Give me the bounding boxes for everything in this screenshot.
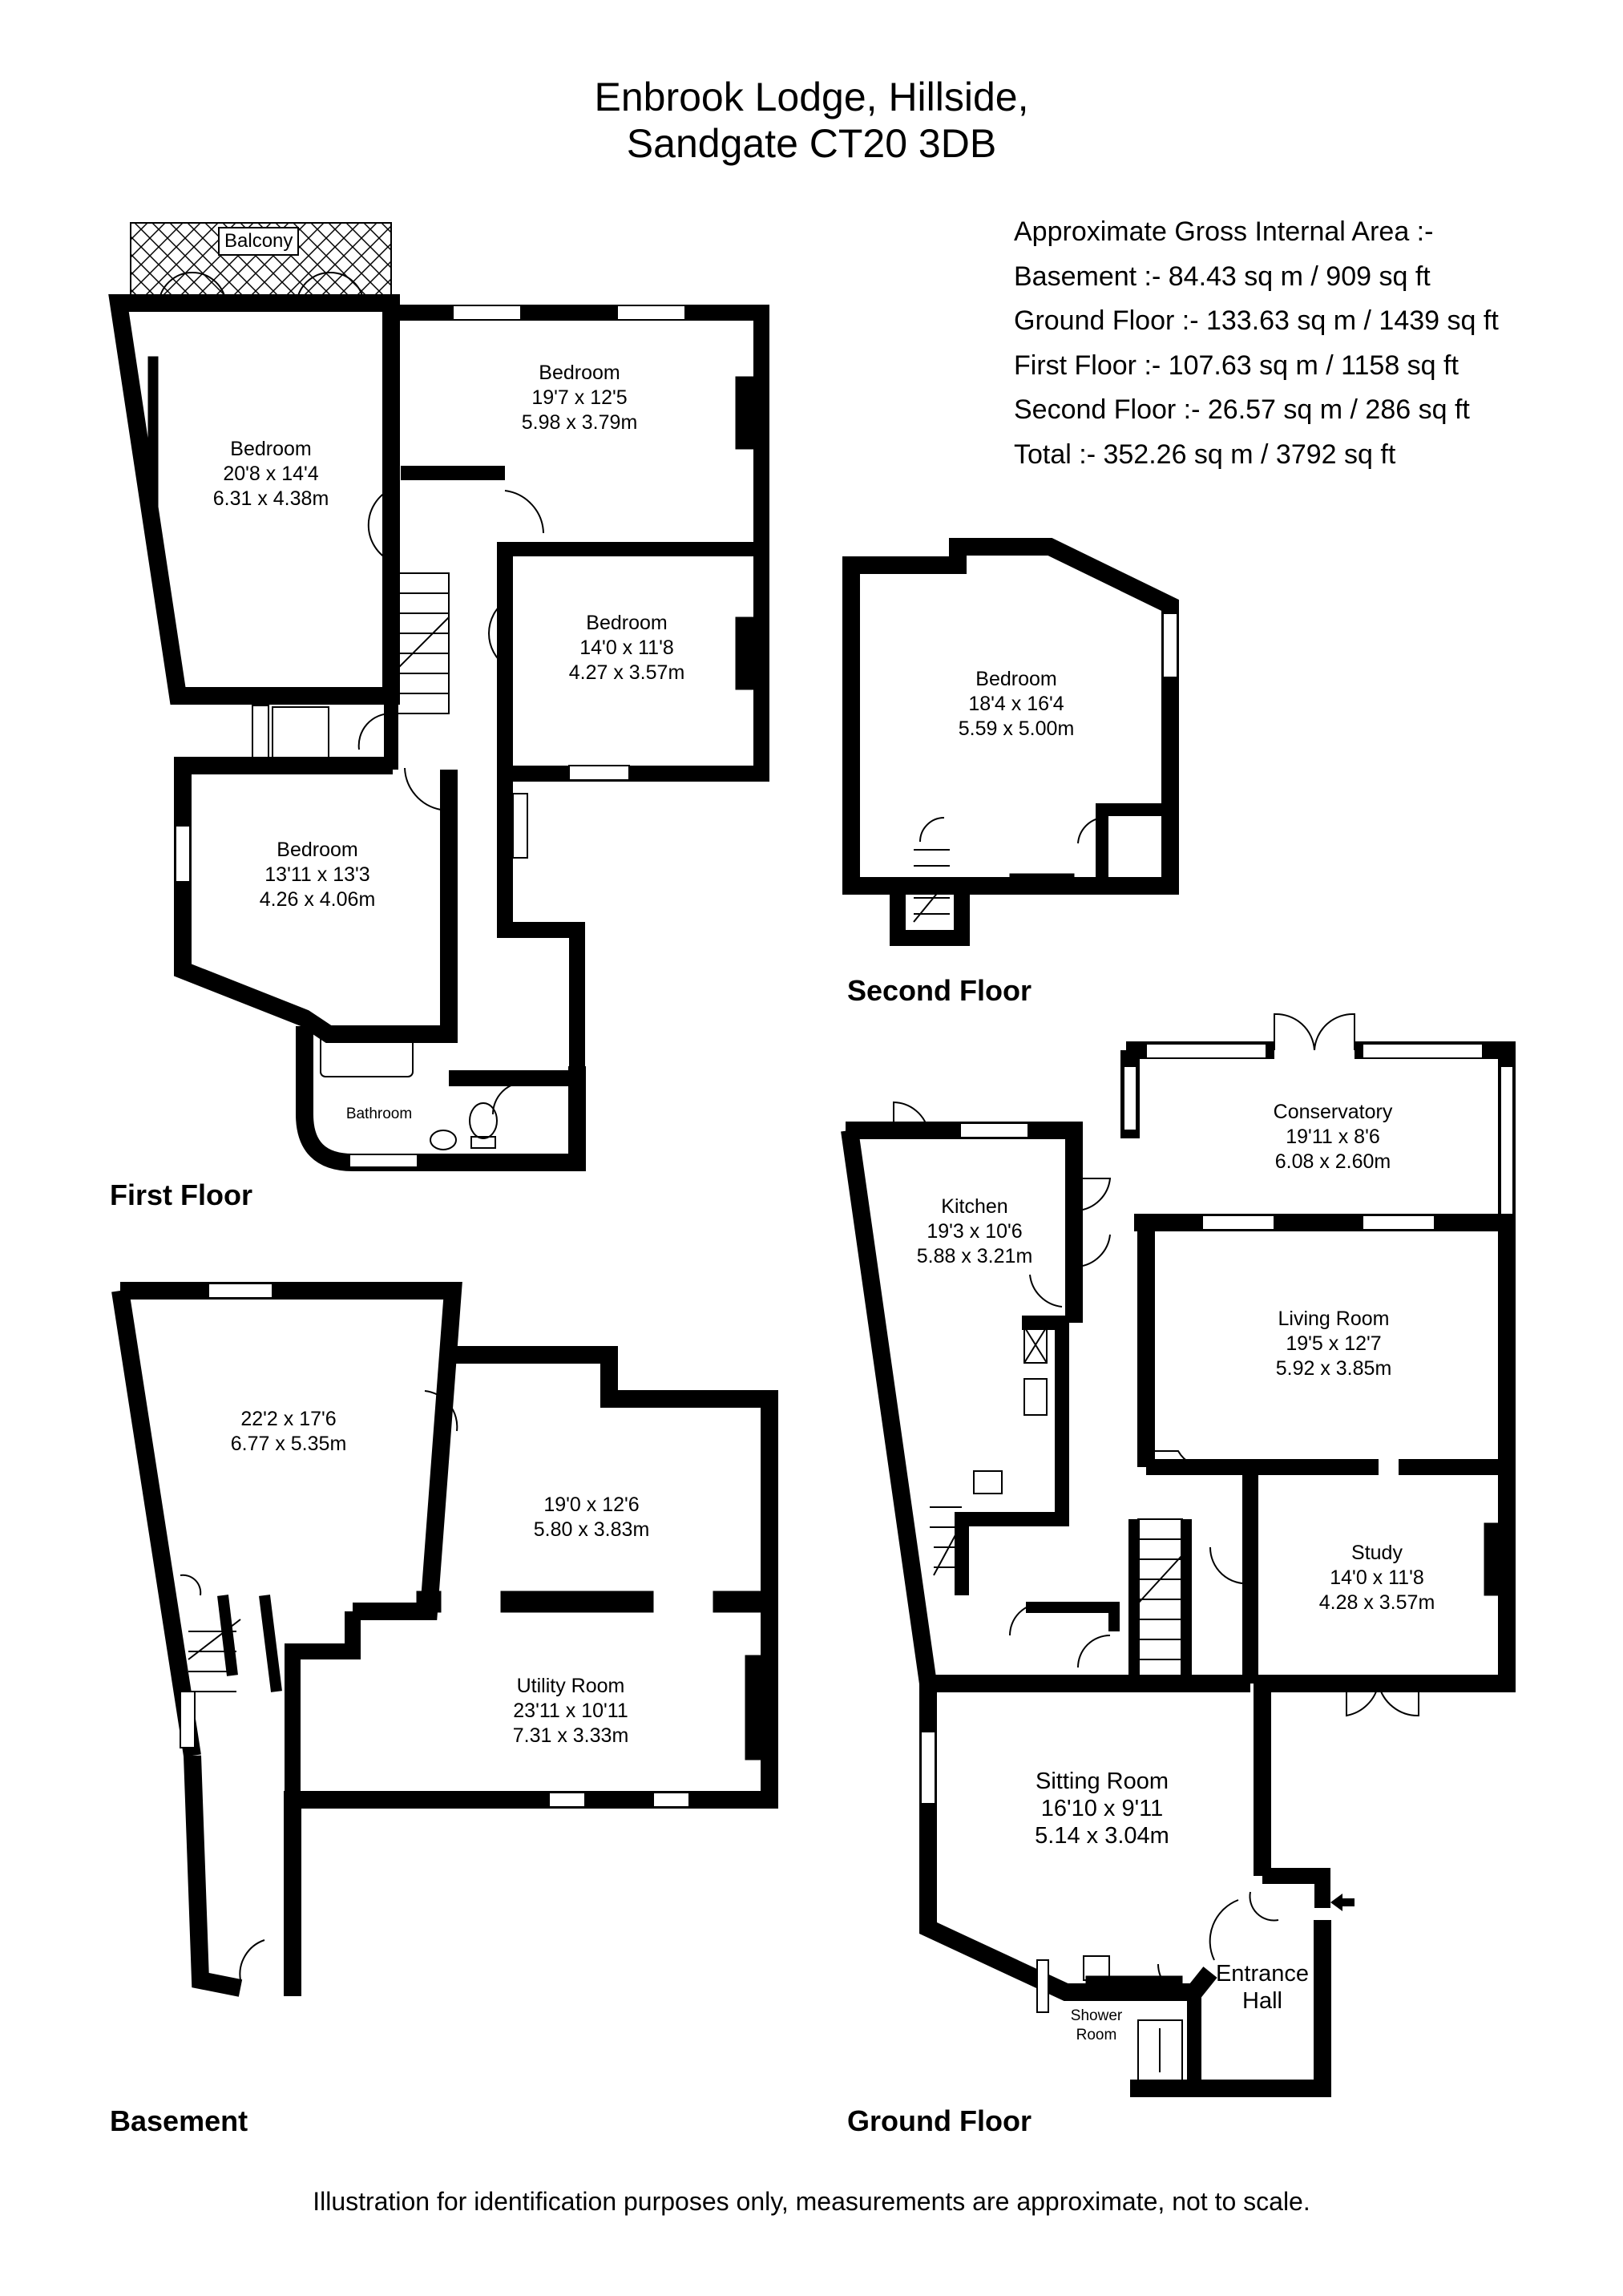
room-label-basement-room-2: 19'0 x 12'6 5.80 x 3.83m: [533, 1494, 650, 1541]
basement-plan: [111, 1282, 778, 1997]
title-line-2: Sandgate CT20 3DB: [626, 121, 997, 166]
area-summary: Approximate Gross Internal Area :- Basem…: [1014, 210, 1499, 477]
room-label-living-room: Living Room 19'5 x 12'7 5.92 x 3.85m: [1275, 1308, 1392, 1380]
ground-floor-plan: [841, 1013, 1516, 2097]
room-label-kitchen: Kitchen 19'3 x 10'6 5.88 x 3.21m: [916, 1195, 1033, 1267]
floor-label-ground: Ground Floor: [847, 2104, 1032, 2137]
room-label-conservatory: Conservatory 19'11 x 8'6 6.08 x 2.60m: [1273, 1101, 1393, 1173]
room-label-first-bedroom-1: Bedroom 20'8 x 14'4 6.31 x 4.38m: [212, 438, 329, 510]
area-row-second: Second Floor :- 26.57 sq m / 286 sq ft: [1014, 394, 1470, 425]
room-label-first-bedroom-2: Bedroom 19'7 x 12'5 5.98 x 3.79m: [521, 362, 638, 434]
room-label-first-bathroom: Bathroom: [345, 1106, 413, 1122]
floor-label-first: First Floor: [110, 1178, 252, 1211]
room-label-first-bedroom-3: Bedroom 14'0 x 11'8 4.27 x 3.57m: [568, 612, 685, 684]
floor-label-basement: Basement: [110, 2104, 248, 2137]
entrance-arrow-icon: [1330, 1894, 1355, 1911]
first-floor-plan: [108, 222, 769, 1171]
room-label-basement-room-1: 22'2 x 17'6 6.77 x 5.35m: [230, 1408, 347, 1455]
room-label-study: Study 14'0 x 11'8 4.28 x 3.57m: [1318, 1542, 1435, 1614]
floor-label-second: Second Floor: [847, 974, 1032, 1007]
room-label-sitting-room: Sitting Room 16'10 x 9'11 5.14 x 3.04m: [1035, 1768, 1169, 1849]
balcony-label: Balcony: [218, 227, 300, 256]
room-label-second-bedroom: Bedroom 18'4 x 16'4 5.59 x 5.00m: [958, 668, 1075, 740]
area-row-first: First Floor :- 107.63 sq m / 1158 sq ft: [1014, 350, 1459, 381]
title-line-1: Enbrook Lodge, Hillside,: [594, 75, 1029, 119]
area-row-basement: Basement :- 84.43 sq m / 909 sq ft: [1014, 261, 1431, 292]
room-label-entrance-hall: Entrance Hall: [1215, 1961, 1310, 2014]
room-label-shower-room: Shower Room: [1070, 2007, 1123, 2043]
room-label-first-bedroom-4: Bedroom 13'11 x 13'3 4.26 x 4.06m: [259, 839, 376, 911]
property-title: Enbrook Lodge, Hillside, Sandgate CT20 3…: [0, 74, 1623, 167]
second-floor-plan: [842, 538, 1179, 946]
disclaimer: Illustration for identification purposes…: [313, 2187, 1310, 2216]
area-heading: Approximate Gross Internal Area :-: [1014, 216, 1434, 247]
area-row-ground: Ground Floor :- 133.63 sq m / 1439 sq ft: [1014, 305, 1499, 336]
area-row-total: Total :- 352.26 sq m / 3792 sq ft: [1014, 439, 1396, 470]
room-label-utility-room: Utility Room 23'11 x 10'11 7.31 x 3.33m: [512, 1675, 629, 1747]
